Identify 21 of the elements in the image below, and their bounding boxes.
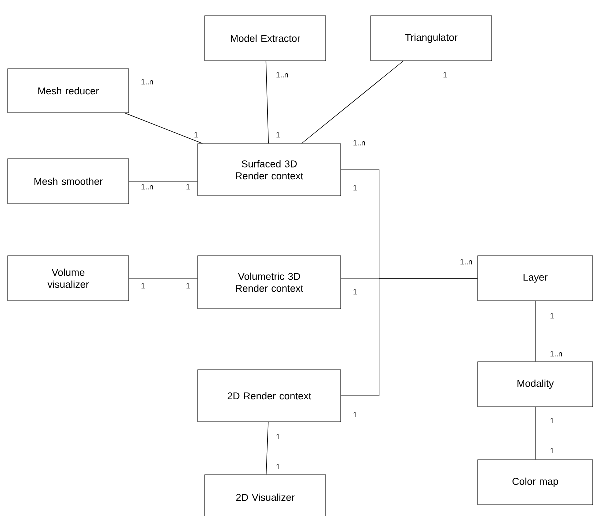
class-box: Layer — [478, 256, 594, 302]
association-line — [341, 278, 478, 396]
class-box: 2D Render context — [198, 370, 342, 422]
class-box: Modality — [478, 362, 594, 408]
association-line — [129, 278, 198, 279]
class-box: Volume visualizer — [8, 256, 130, 302]
class-box: Mesh smoother — [8, 158, 130, 204]
association-line — [535, 407, 536, 460]
class-box: Mesh reducer — [8, 68, 130, 114]
association-line — [266, 422, 269, 475]
association-line — [535, 301, 536, 362]
class-box: 2D Visualizer — [204, 474, 326, 516]
association-line — [302, 61, 404, 144]
class-box: Color map — [478, 460, 594, 506]
class-box: Volumetric 3D Render context — [198, 256, 342, 310]
class-box: Triangulator — [370, 16, 492, 62]
association-line — [124, 113, 203, 144]
association-line — [129, 181, 198, 182]
association-line — [266, 61, 269, 144]
class-box: Surfaced 3D Render context — [198, 144, 342, 196]
class-box: Model Extractor — [204, 16, 326, 62]
